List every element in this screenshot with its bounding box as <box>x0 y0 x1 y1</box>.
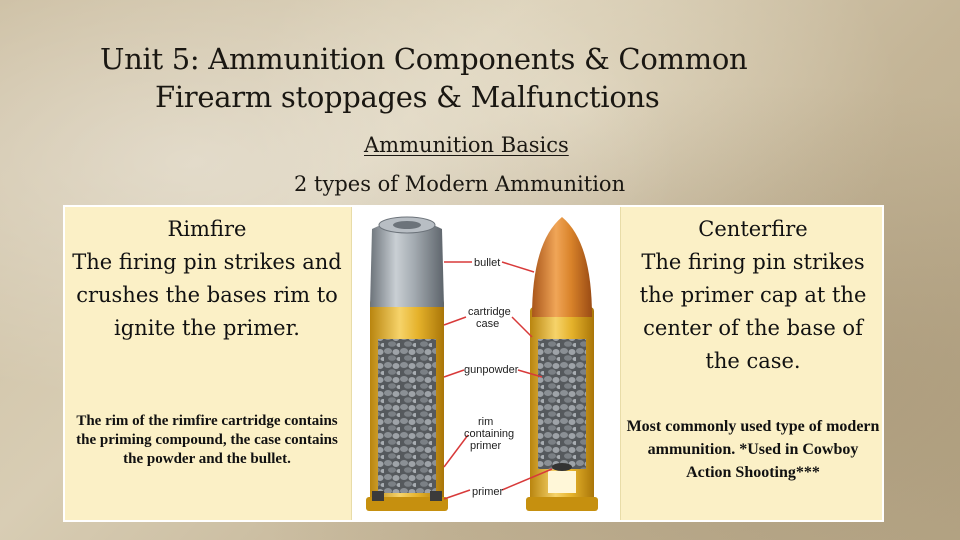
centerfire-bullet <box>532 217 592 317</box>
centerfire-primer <box>552 463 572 471</box>
label-case: case <box>476 318 499 330</box>
label-rim: rim <box>478 416 493 428</box>
centerfire-heading: Centerfire <box>698 217 808 241</box>
label-gunpowder: gunpowder <box>464 364 519 376</box>
rimfire-bullet <box>370 220 444 307</box>
centerfire-detail: Most commonly used type of modern ammuni… <box>626 418 880 481</box>
cartridge-diagram-svg: bullet cartridge case gunpowder rim cont… <box>366 216 598 511</box>
diagram-labels <box>443 261 553 500</box>
rimfire-gunpowder <box>378 339 436 493</box>
rimfire-detail: The rim of the rimfire cartridge contain… <box>76 413 338 467</box>
rimfire-column: Rimfire The firing pin strikes and crush… <box>65 207 349 520</box>
label-bullet: bullet <box>474 257 500 269</box>
slide-title-line-1: Unit 5: Ammunition Components & Common <box>100 42 748 76</box>
label-containing: containing <box>464 428 514 440</box>
label-cartridge: cartridge <box>468 306 511 318</box>
content-panel: Rimfire The firing pin strikes and crush… <box>63 205 884 522</box>
centerfire-description: The firing pin strikes the primer cap at… <box>639 250 867 373</box>
centerfire-cartridge-illustration <box>526 217 598 511</box>
cartridge-diagram: bullet cartridge case gunpowder rim cont… <box>351 207 621 520</box>
label-primer: primer <box>472 486 504 498</box>
rimfire-heading: Rimfire <box>167 217 247 241</box>
slide-title: Unit 5: Ammunition Components & Common F… <box>0 40 960 116</box>
rimfire-cartridge-illustration <box>366 216 448 511</box>
rimfire-description: The firing pin strikes and crushes the b… <box>72 250 342 340</box>
rimfire-rim <box>366 497 448 511</box>
centerfire-gunpowder <box>538 339 586 469</box>
subtitle-text: Ammunition Basics <box>364 133 569 157</box>
subheading-text: 2 types of Modern Ammunition <box>294 172 626 196</box>
centerfire-column: Centerfire The firing pin strikes the pr… <box>622 207 884 520</box>
label-rim-primer: primer <box>470 440 502 452</box>
rimfire-block: Rimfire The firing pin strikes and crush… <box>71 213 343 345</box>
slide-title-line-2: Firearm stoppages & Malfunctions <box>155 80 660 114</box>
centerfire-block: Centerfire The firing pin strikes the pr… <box>624 213 882 378</box>
